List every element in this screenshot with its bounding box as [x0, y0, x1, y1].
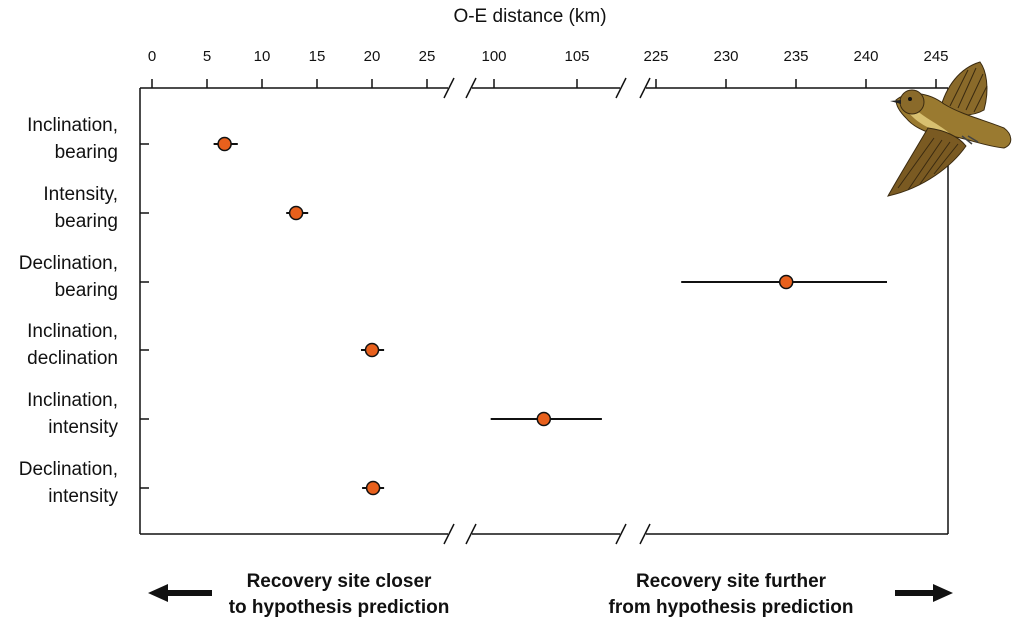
axis-break-mark — [443, 77, 455, 99]
x-tick-label: 105 — [564, 48, 589, 65]
x-tick-label: 225 — [643, 48, 668, 65]
category-label-line1: Declination, — [19, 253, 118, 274]
annotation-right-line2: from hypothesis prediction — [609, 597, 854, 618]
category-label-line1: Intensity, — [43, 184, 118, 205]
bird-beak — [890, 100, 901, 104]
x-tick-label: 245 — [923, 48, 948, 65]
annotation-left-line2: to hypothesis prediction — [229, 597, 450, 618]
category-label-line2: bearing — [55, 142, 118, 163]
category-label-line2: intensity — [48, 486, 118, 507]
direction-arrow-right — [895, 584, 953, 602]
bird-legs — [961, 135, 979, 145]
axis-break-mark — [615, 523, 627, 545]
bird-head — [899, 89, 925, 115]
axis-break-mark — [639, 523, 651, 545]
x-tick-label: 10 — [254, 48, 271, 65]
category-label-line2: bearing — [55, 280, 118, 301]
x-tick-label: 240 — [853, 48, 878, 65]
data-point — [365, 480, 381, 496]
axis-break-mark — [465, 77, 477, 99]
bird-body — [895, 93, 1012, 149]
axis-break-mark — [465, 523, 477, 545]
data-marks — [213, 136, 887, 496]
right-arrow-shaft — [895, 590, 937, 596]
x-tick-label: 0 — [148, 48, 156, 65]
plot-frame — [139, 77, 949, 545]
category-label-line1: Inclination, — [27, 390, 118, 411]
x-tick-label: 25 — [419, 48, 436, 65]
bird-lower-wing-feathers — [897, 137, 959, 191]
right-arrow-head — [933, 584, 953, 602]
category-label-line2: intensity — [48, 417, 118, 438]
annotation-left-line1: Recovery site closer — [247, 571, 432, 592]
x-tick-label: 100 — [481, 48, 506, 65]
left-arrow-head — [148, 584, 168, 602]
x-tick-label: 20 — [364, 48, 381, 65]
direction-arrow-left — [148, 584, 212, 602]
category-label-line2: declination — [27, 348, 118, 369]
category-label-line1: Inclination, — [27, 321, 118, 342]
x-tick-label: 235 — [783, 48, 808, 65]
category-label-line1: Inclination, — [27, 115, 118, 136]
x-tick-label: 230 — [713, 48, 738, 65]
axis-break-mark — [443, 523, 455, 545]
annotation-right-line1: Recovery site further — [636, 571, 827, 592]
data-point — [536, 411, 552, 427]
bird-belly — [908, 110, 950, 134]
bird-eye — [908, 97, 912, 101]
axis-break-mark — [615, 77, 627, 99]
x-axis-ticks: 0 5 10 15 20 25 100 105 225 230 235 240 245 — [148, 48, 949, 88]
axis-break-mark — [639, 77, 651, 99]
bird-illustration — [887, 61, 1012, 197]
x-tick-label: 5 — [203, 48, 211, 65]
y-axis-categories: Inclination,bearingIntensity,bearingDecl… — [19, 115, 149, 507]
data-point — [288, 205, 304, 221]
category-label-line1: Declination, — [19, 459, 118, 480]
left-arrow-shaft — [165, 590, 212, 596]
x-tick-label: 15 — [309, 48, 326, 65]
bird-upper-wing-feathers — [949, 67, 988, 113]
data-point — [217, 136, 232, 152]
data-point — [364, 342, 380, 358]
x-axis-title: O-E distance (km) — [453, 6, 606, 27]
data-point — [778, 274, 794, 290]
category-label-line2: bearing — [55, 211, 118, 232]
